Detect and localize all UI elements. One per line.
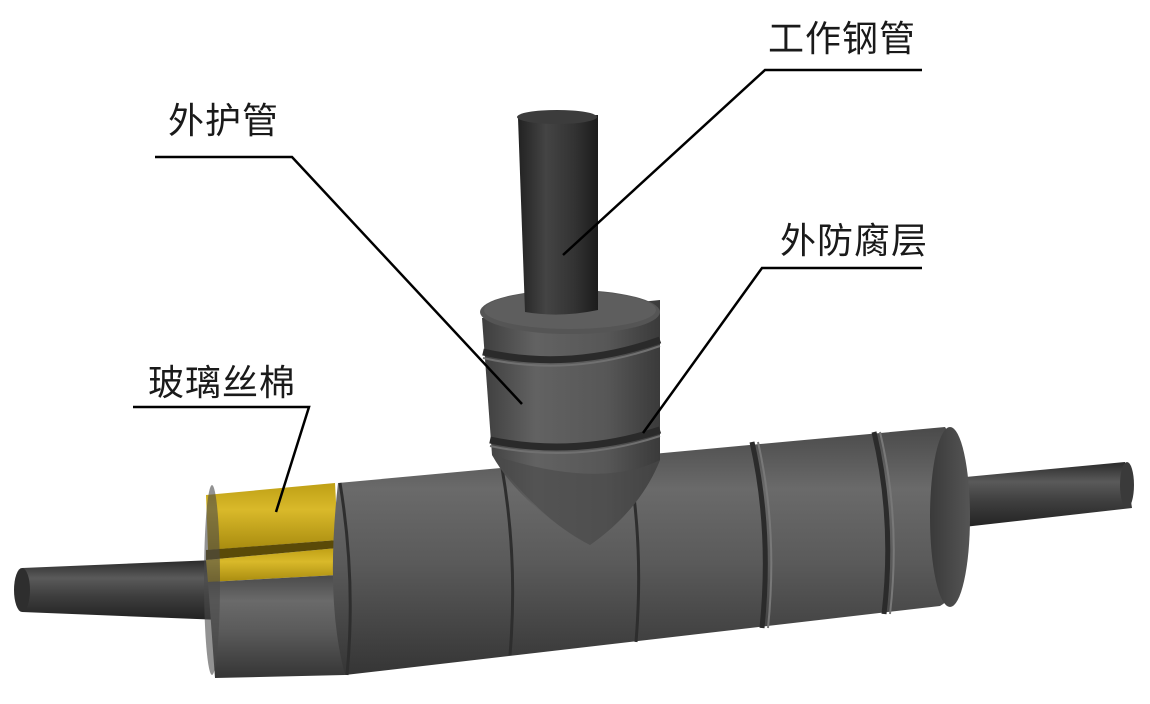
outer-casing-main bbox=[332, 427, 970, 676]
steel-pipe-vertical bbox=[517, 110, 598, 315]
leader-work-pipe bbox=[562, 68, 922, 256]
leader-outer-casing bbox=[155, 155, 523, 405]
glass-wool-layer bbox=[206, 483, 338, 582]
outer-casing-left-end bbox=[204, 485, 345, 678]
label-outer-casing: 外护管 bbox=[168, 101, 280, 142]
leader-anticorrosion bbox=[641, 266, 922, 434]
steel-pipe-right bbox=[955, 462, 1134, 528]
label-glass-wool: 玻璃丝棉 bbox=[148, 363, 297, 404]
leader-lines bbox=[133, 68, 922, 513]
steel-pipe-left bbox=[14, 560, 222, 620]
label-anticorrosion-layer: 外防腐层 bbox=[780, 221, 929, 262]
leader-glass-wool bbox=[133, 405, 311, 513]
label-work-steel-pipe: 工作钢管 bbox=[768, 19, 917, 60]
